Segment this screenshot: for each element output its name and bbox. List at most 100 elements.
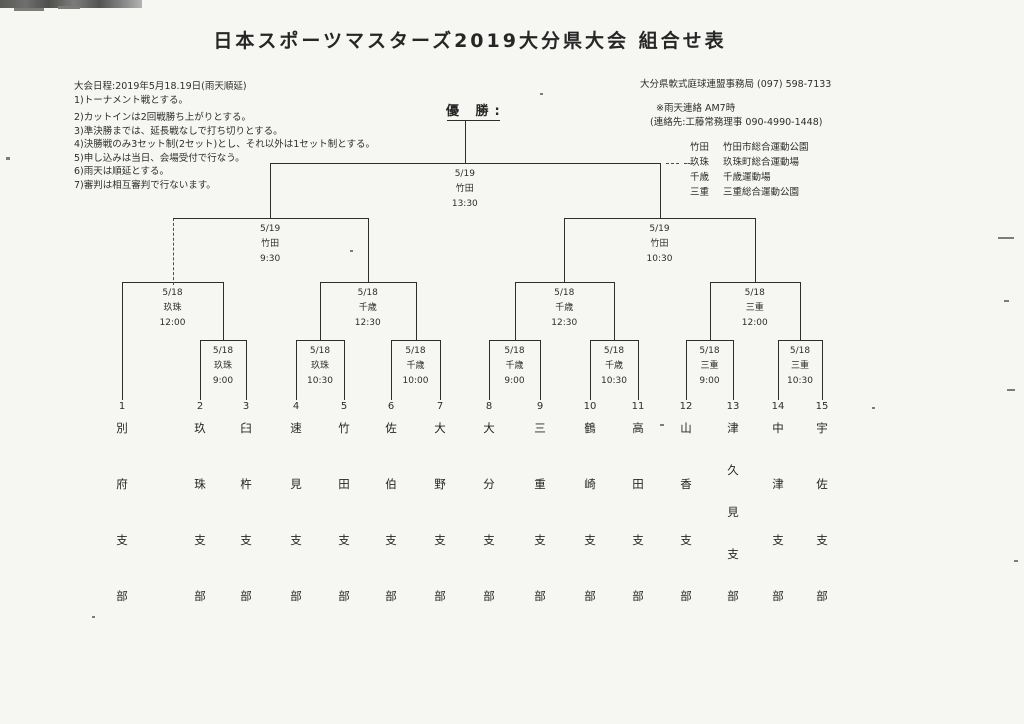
entry-name-char: 支 [584,533,596,547]
match-time: 12:30 [354,318,381,328]
entry-name-char: 田 [338,477,350,491]
entry-name-char: 部 [338,589,350,603]
match-time: 10:30 [646,254,673,264]
round1-winner-line [614,282,615,340]
rule-line-5: 5)申し込みは当日、会場受付で行なう。 [74,152,245,164]
legend-abbr: 玖珠 [690,157,710,168]
match-time: 10:30 [307,376,333,386]
quarterfinal-winner-line [754,218,756,282]
semifinal-winner-line [659,163,661,218]
entry-name-char: 部 [385,589,397,603]
round1-winner-line [709,282,711,340]
entry-name-char: 別 [116,421,128,435]
entry-name-char: 竹 [338,421,350,435]
legend-abbr: 竹田 [690,142,710,153]
entry-number-13: 13 [726,401,740,412]
entry-name-char: 高 [632,421,644,435]
bracket-line [172,218,368,219]
entry-name-char: 大 [483,421,495,435]
bracket-line [246,340,247,400]
entry-name-char: 久 [727,463,739,477]
match-venue: 千歳 [555,303,574,313]
match-date: 5/19 [649,224,670,234]
quarterfinal-winner-line [564,218,566,282]
entry-name-char: 支 [194,533,206,547]
bracket-line [733,340,734,400]
scan-speck [1004,300,1009,302]
entry-name-char: 見 [290,477,302,491]
entry-name-char: 崎 [584,477,596,491]
bracket-line [440,340,441,400]
entry-name-char: 府 [116,477,128,491]
entry-name-char: 支 [290,533,302,547]
quarterfinal-winner-line [172,218,174,285]
legend-venue-name: 三重総合運動公園 [723,187,800,198]
match-time: 13:30 [451,199,478,209]
bracket-line [344,340,345,400]
rules-list: 1)トーナメント戦とする。2)カットインは2回戦勝ち上がりとする。3)準決勝まで… [74,94,404,193]
match-venue: 玖珠 [310,361,329,371]
entry-name-char: 津 [772,477,784,491]
entry-number-9: 9 [536,401,544,412]
entry-name-char: 部 [290,589,302,603]
entry-name-char: 支 [816,533,828,547]
match-date: 5/18 [212,346,234,356]
match-venue: 千歳 [604,361,623,371]
entry-name-char: 見 [727,505,739,519]
scan-speck [14,8,44,11]
entry-name-char: 部 [434,589,446,603]
match-time: 9:00 [504,376,525,386]
entry-name-char: 臼 [240,421,252,435]
rule-line-3: 3)準決勝までは、延長戦なしで打ち切りとする。 [74,125,283,137]
tournament-notes: 大会日程:2019年5月18.19日(雨天順延) 1)トーナメント戦とする。2)… [74,80,404,192]
entry-name-char: 支 [632,533,644,547]
match-date: 5/18 [789,346,811,356]
match-date: 5/18 [309,346,331,356]
match-date: 5/18 [162,288,183,298]
entry-name-char: 大 [434,421,446,435]
quarterfinal-winner-line [367,218,369,282]
legend-abbr: 三重 [690,187,710,198]
bracket-line [709,282,800,283]
match-date: 5/18 [405,346,426,356]
entry-name-char: 山 [680,421,692,435]
entry-name-char: 津 [727,421,739,435]
entry-name-char: 部 [680,589,692,603]
bracket-line [778,340,779,400]
bracket-line [320,282,416,283]
bracket-line [564,218,755,219]
entry-number-7: 7 [436,401,444,412]
entry-name-char: 支 [680,533,692,547]
legend-row-2: 玖珠玖珠町総合運動場 [690,155,809,170]
entry-name-char: 部 [816,589,828,603]
match-venue: 三重 [745,303,764,313]
match-venue: 千歳 [505,361,524,371]
scan-artifact-smudge [0,0,142,8]
entry-name-char: 支 [116,533,128,547]
scan-dash [684,163,694,164]
bracket-line [296,340,297,400]
schedule-line: 大会日程:2019年5月18.19日(雨天順延) [74,81,247,92]
entry-number-11: 11 [631,401,645,412]
match-venue: 三重 [700,361,719,371]
entry-name-char: 鶴 [584,421,596,435]
bracket-line [514,282,614,283]
federation-office-line: 大分県軟式庭球連盟事務局 (097) 598-7133 [640,79,832,90]
entry-number-2: 2 [196,401,204,412]
entry-name-char: 中 [772,421,784,435]
match-date: 5/18 [699,346,720,356]
match-date: 5/18 [554,288,575,298]
entry-number-12: 12 [679,401,693,412]
scan-speck [1007,389,1015,391]
match-time: 10:30 [601,376,627,386]
entry-name-char: 玖 [194,421,206,435]
round1-winner-line [320,282,321,340]
scan-speck [92,616,95,618]
entry-name-char: 速 [290,421,302,435]
entry-name-char: 野 [434,477,446,491]
